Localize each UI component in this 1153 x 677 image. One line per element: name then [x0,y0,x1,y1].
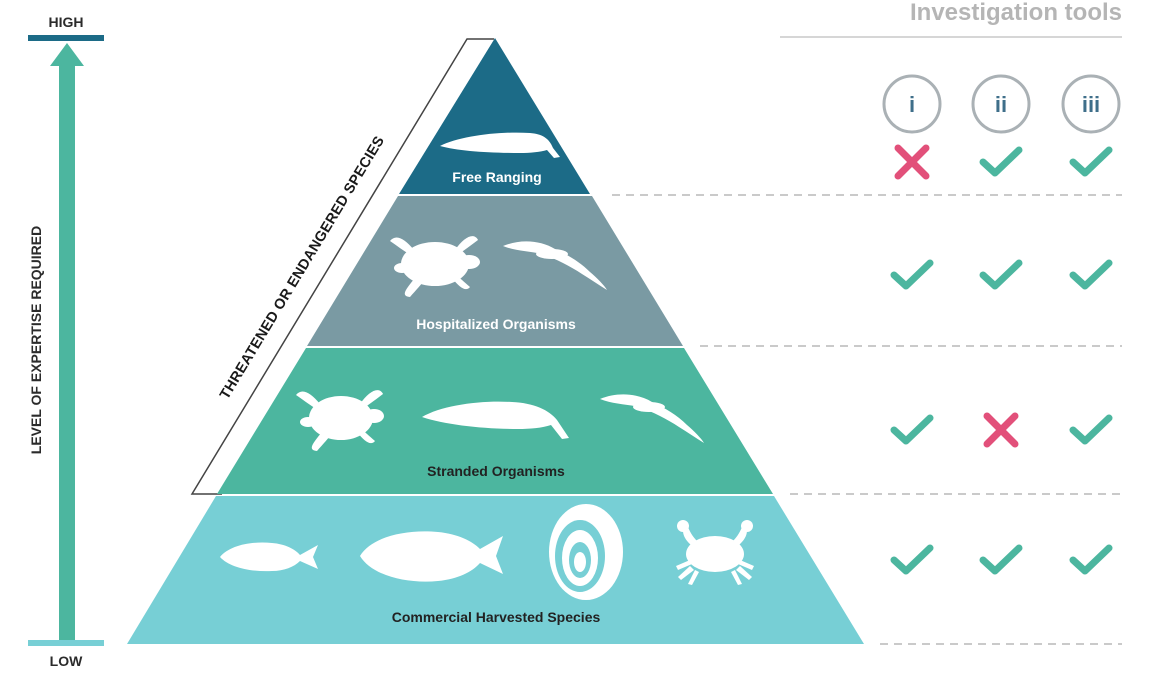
tools-panel: Investigation tools i ii iii [612,0,1122,645]
tool-column-header-ii: ii [971,74,1031,134]
tool-numeral-i: i [909,92,915,117]
oyster-icon [549,504,623,600]
tier-label-stranded: Stranded Organisms [427,463,565,479]
tools-title: Investigation tools [910,0,1122,26]
check-icon [979,259,1023,290]
tool-numeral-iii: iii [1082,92,1100,117]
silhouettes [220,132,754,600]
cross-icon [894,144,930,180]
tool-column-header-iii: iii [1061,74,1121,134]
check-icon [1069,259,1113,290]
tool-numeral-ii: ii [995,92,1007,117]
tier-free-ranging [399,38,590,194]
tier-separators [612,194,1122,645]
expertise-axis: HIGH LOW LEVEL OF EXPERTISE REQUIRED [28,14,104,669]
bird-icon [600,394,704,443]
check-icon [890,544,934,575]
axis-low-cap [28,640,104,646]
fish-icon [220,542,318,572]
bracket-line [190,38,494,495]
whale-icon [422,401,569,439]
bird-icon [503,241,607,290]
axis-arrow-shaft [59,64,75,640]
check-icon [1069,544,1113,575]
tier-hospitalized [307,196,683,346]
tier-label-free-ranging: Free Ranging [452,169,541,185]
check-icon [979,146,1023,177]
check-icon [890,414,934,445]
axis-low-label: LOW [50,653,83,669]
marks-grid [890,144,1113,575]
check-icon [1069,146,1113,177]
axis-title: LEVEL OF EXPERTISE REQUIRED [28,226,44,454]
tier-label-commercial: Commercial Harvested Species [392,609,601,625]
check-icon [890,259,934,290]
turtle-icon [296,390,384,451]
axis-arrow-head [50,43,84,66]
check-icon [1069,414,1113,445]
turtle-icon [390,236,480,297]
axis-high-cap [28,35,104,41]
tier-label-hospitalized: Hospitalized Organisms [416,316,576,332]
tool-circle [971,74,1031,134]
fish-icon [360,531,503,582]
tool-column-header-i: i [882,74,942,134]
cross-icon [983,412,1019,448]
crab-icon [676,520,754,585]
tool-circle [882,74,942,134]
tool-circle [1061,74,1121,134]
whale-icon [440,132,560,158]
check-icon [979,544,1023,575]
axis-high-label: HIGH [49,14,84,30]
